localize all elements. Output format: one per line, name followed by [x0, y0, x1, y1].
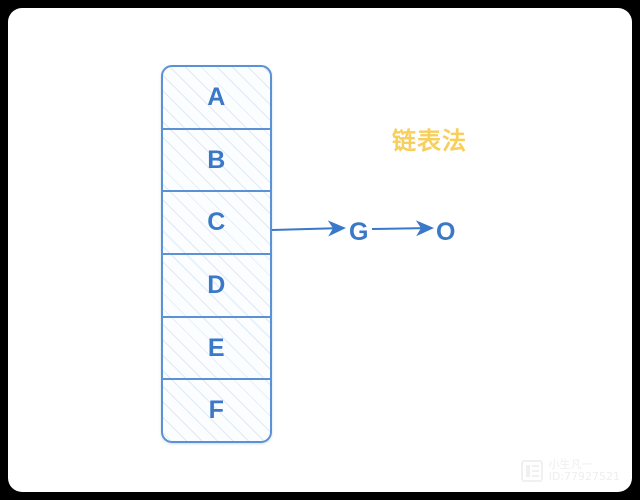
watermark: 小生凡一 ID:77927521 — [520, 457, 620, 484]
arrow-g-to-o-icon — [371, 220, 434, 237]
bucket-label: A — [207, 82, 226, 111]
chain-node-g: G — [349, 218, 369, 246]
watermark-id: ID:77927521 — [548, 470, 620, 484]
bucket-cell-b: B — [163, 130, 270, 193]
chain-node-o: O — [436, 218, 456, 246]
hash-bucket-column: A B C D E F — [161, 65, 272, 443]
bucket-cell-c: C — [163, 192, 270, 256]
bucket-label: E — [207, 333, 226, 362]
csdn-logo-icon — [520, 460, 543, 483]
bucket-cell-a: A — [163, 67, 270, 130]
arrow-c-to-g-icon — [271, 220, 346, 237]
bucket-label: D — [207, 270, 226, 299]
watermark-author: 小生凡一 — [548, 457, 593, 471]
bucket-cell-e: E — [163, 318, 270, 381]
watermark-lines: 小生凡一 ID:77927521 — [548, 457, 620, 484]
annotation-chaining-method: 链表法 — [392, 127, 467, 155]
bucket-label: C — [207, 208, 226, 237]
diagram-canvas: A B C D E F — [8, 8, 632, 492]
bucket-label: F — [208, 396, 225, 425]
bucket-cell-d: D — [163, 255, 270, 318]
bucket-label: B — [207, 145, 226, 174]
bucket-cell-f: F — [163, 380, 270, 441]
